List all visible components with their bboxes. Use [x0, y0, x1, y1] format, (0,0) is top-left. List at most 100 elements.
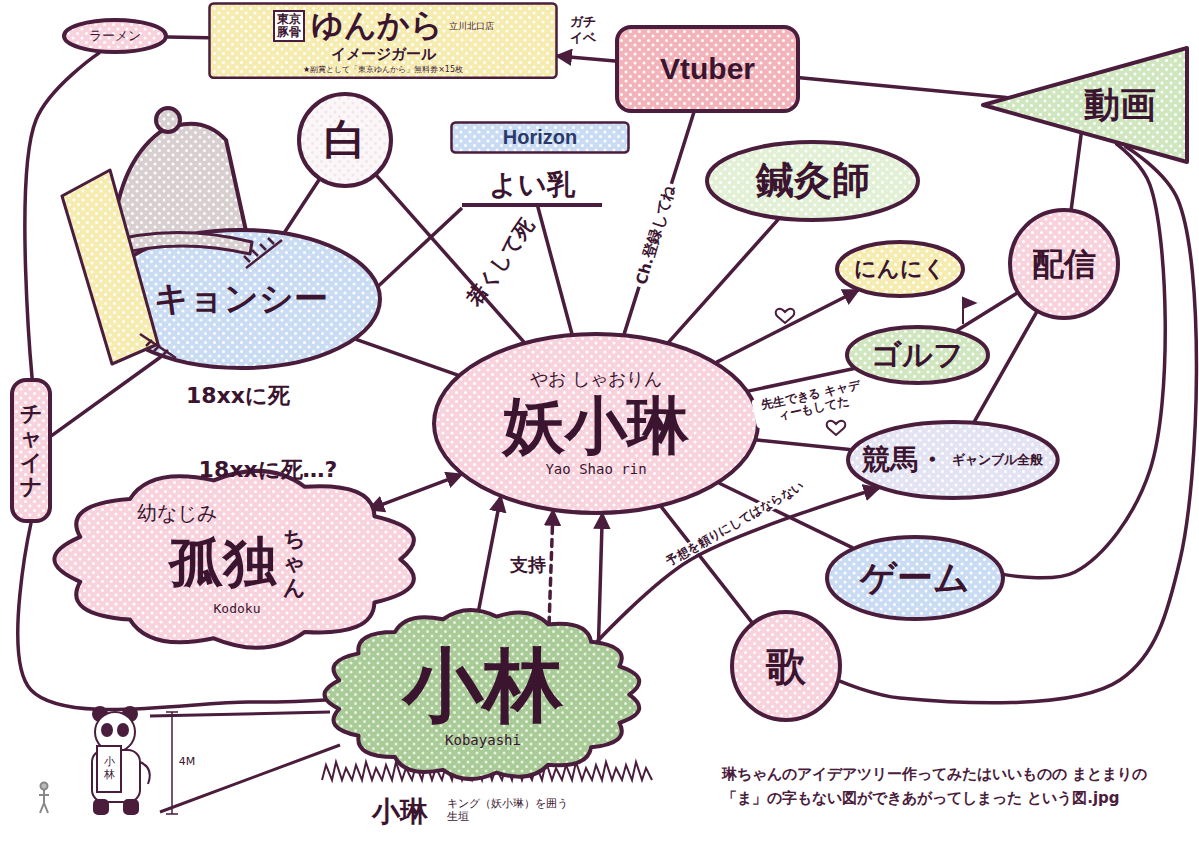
node-subtext: イメージガール	[331, 46, 436, 63]
node-content: Vtuber	[660, 52, 755, 87]
outline-path	[1010, 210, 1118, 318]
node-title: 動画	[1084, 84, 1156, 125]
outline-path	[827, 537, 1003, 619]
outline-path	[12, 380, 50, 521]
topic-ellipse: やお しゃおりん妖小琳Yao Shao rin	[432, 332, 760, 515]
connector-line	[1005, 144, 1166, 578]
node-subtext: 立川北口店	[449, 21, 494, 31]
topic-ellipse: ゴルフ	[845, 325, 990, 385]
topic-ellipse: 鍼灸師	[705, 140, 920, 222]
hedge-bush: 小林Kobayashi	[322, 607, 644, 782]
edge-label: ガチイベ	[566, 14, 600, 45]
edge-label: 先生できる キャディーもしてた	[751, 376, 872, 429]
sign-text: 小林	[104, 755, 115, 781]
edge-label: 支持	[507, 554, 549, 576]
node-title: キョンシー	[154, 279, 328, 318]
connector-arrow	[478, 498, 501, 616]
jiangshi-hat	[112, 108, 248, 248]
annotation: キング（妖小琳）を囲う生垣	[447, 797, 577, 823]
connector-line	[958, 294, 1017, 330]
node-subtext: 孤独	[169, 532, 277, 594]
node-subtext: ★副賞として「東京ゆんから」無料券×15枚	[218, 65, 548, 74]
node-content: 東京豚骨ゆんから立川北口店イメージガール ★副賞として「東京ゆんから」無料券×15…	[218, 7, 548, 74]
node-title: チャイナ	[20, 402, 42, 499]
node-title: 歌	[766, 643, 806, 689]
outline-path	[617, 27, 798, 111]
annotation: 4M	[179, 755, 196, 768]
node-content: にんにく	[854, 256, 946, 281]
node-subtext: ちゃん	[283, 527, 305, 600]
node-title: 配信	[1032, 246, 1096, 283]
node-content: ゲーム	[860, 557, 970, 598]
node-title: 小林	[403, 640, 563, 732]
topic-ellipse: ラーメン	[62, 18, 168, 54]
topic-ellipse: 白	[297, 92, 393, 188]
edge-label: Ch.登録してね	[631, 180, 678, 289]
node-title: にんにく	[854, 256, 946, 281]
node-subtext: ゆんから	[311, 7, 443, 44]
topic-box: Vtuber	[615, 25, 800, 113]
node-content: 白	[324, 116, 366, 164]
node-content: 小林Kobayashi	[403, 640, 563, 748]
node-title: ゴルフ	[871, 338, 964, 373]
annotation: 小琳	[372, 795, 428, 829]
connector-line	[669, 220, 778, 342]
node-title: Horizon	[503, 126, 577, 149]
connector-line	[757, 440, 849, 449]
outline-path	[732, 612, 840, 720]
play-triangle: 動画	[980, 45, 1190, 165]
outline-path	[452, 122, 629, 152]
topic-ellipse: 歌	[730, 610, 842, 722]
node-subtext: Kobayashi	[445, 732, 521, 748]
golf-flag	[963, 298, 975, 324]
outline-path	[847, 327, 988, 383]
connector-arrow	[558, 56, 615, 61]
topic-ellipse: 配信	[1008, 208, 1120, 320]
node-title: よい乳	[489, 169, 575, 201]
node-subtext: Kodoku	[137, 602, 337, 617]
node-subtext: Yao Shao rin	[545, 461, 646, 477]
node-title: Vtuber	[660, 52, 755, 87]
outline-path	[848, 422, 1058, 498]
underlined-topic: よい乳	[462, 163, 602, 207]
connector-arrow	[370, 475, 460, 509]
connector-line	[1071, 134, 1081, 209]
outline-path	[299, 94, 391, 186]
node-content: Horizon	[503, 126, 577, 149]
connector-arrow	[549, 512, 553, 625]
connector-line	[52, 357, 160, 435]
node-title: 鍼灸師	[756, 159, 870, 203]
node-content: チャイナ	[20, 402, 42, 499]
annotation: 18xxに死	[186, 383, 290, 409]
node-title: 白	[324, 116, 366, 164]
node-content: 競馬・ギャンブル全般	[862, 444, 1043, 476]
stitches	[140, 238, 282, 358]
topic-band: Horizon	[450, 121, 630, 154]
node-subtext: 妖小琳	[503, 390, 689, 461]
node-content: キョンシー	[154, 279, 328, 318]
connector-line	[357, 340, 457, 375]
connector-line	[538, 207, 572, 333]
outline-path	[54, 471, 414, 648]
outline-path	[837, 242, 963, 296]
outline-path	[434, 334, 758, 513]
outline-path	[983, 48, 1187, 162]
annotation: 18xxに死…?	[199, 457, 338, 483]
node-content: 幼なじみ孤独ちゃん Kodoku	[137, 502, 337, 617]
connector-line	[800, 78, 1006, 98]
node-title: 東京豚骨	[273, 10, 305, 42]
node-title: 幼なじみ	[137, 502, 337, 525]
node-content: 動画	[1014, 84, 1156, 125]
node-title: 競馬・	[862, 444, 946, 476]
connector-arrow	[598, 515, 602, 647]
connector-line	[285, 180, 319, 231]
outline-path	[707, 142, 918, 220]
topic-ellipse: ゲーム	[825, 535, 1005, 621]
topic-band: 東京豚骨ゆんから立川北口店イメージガール ★副賞として「東京ゆんから」無料券×15…	[208, 2, 558, 79]
node-title: ゲーム	[860, 557, 970, 598]
giant-panda-figure	[92, 707, 150, 814]
connector-line	[624, 113, 693, 333]
node-content: 配信	[1032, 246, 1096, 283]
